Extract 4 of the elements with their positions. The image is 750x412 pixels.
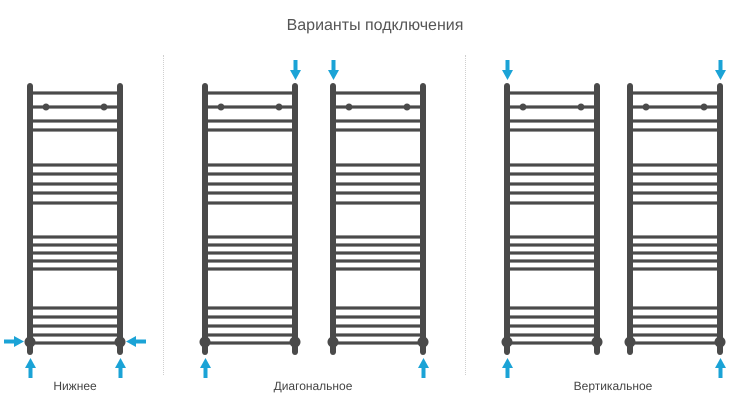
variant-caption: Нижнее [53, 378, 97, 395]
variant-caption: Вертикальное [574, 378, 652, 395]
variant-caption: Диагональное [274, 378, 352, 395]
title: Варианты подключения [286, 16, 464, 36]
